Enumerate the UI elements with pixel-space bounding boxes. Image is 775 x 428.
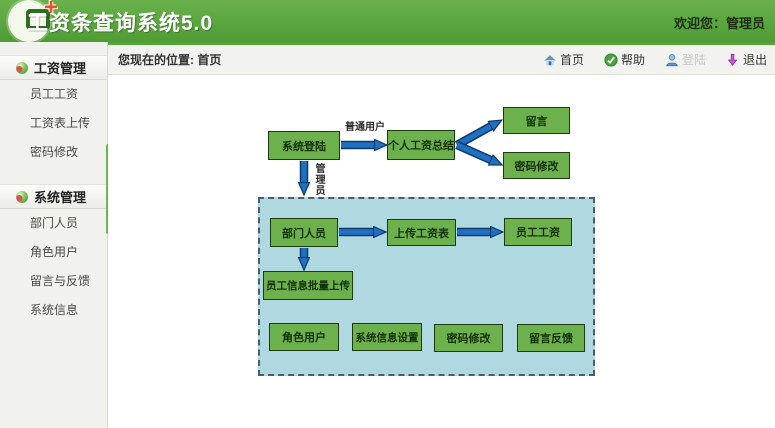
logo-plus-icon: + <box>44 0 59 21</box>
flow-node-message: 留言 <box>503 107 570 134</box>
logo-square-icon <box>26 9 50 30</box>
sidebar-section-system-management[interactable]: 系统管理 <box>0 184 107 209</box>
sidebar-item-department-staff[interactable]: 部门人员 <box>30 216 79 230</box>
sidebar-item-message-feedback[interactable]: 留言与反馈 <box>30 274 91 288</box>
sidebar: 工资管理 员工工资 工资表上传 密码修改 系统管理 部门人员 角色用户 留言与反… <box>0 42 108 428</box>
welcome-user-label: 欢迎您：管理员 <box>673 16 765 31</box>
flow-node-role-user: 角色用户 <box>269 323 339 351</box>
sidebar-item-password-change[interactable]: 密码修改 <box>30 145 79 159</box>
edge-label-admin: 管理员 <box>313 163 324 196</box>
login-link[interactable]: 登陆 <box>665 51 706 68</box>
toolbar-links: 首页 帮助 登陆 <box>543 51 767 68</box>
app-header: + 工资条查询系统5.0 欢迎您：管理员 <box>0 0 775 42</box>
home-icon <box>543 53 557 67</box>
home-link-label: 首页 <box>559 53 584 67</box>
help-link-label: 帮助 <box>620 53 645 67</box>
flow-node-password-change-top: 密码修改 <box>503 152 570 179</box>
flow-node-upload-salary-table: 上传工资表 <box>387 219 456 246</box>
page-title: 工资条查询系统5.0 <box>27 12 214 35</box>
login-link-label: 登陆 <box>681 53 706 67</box>
logout-link[interactable]: 退出 <box>726 51 767 68</box>
help-icon <box>604 52 618 67</box>
logout-icon <box>726 53 740 67</box>
sidebar-section-salary-management[interactable]: 工资管理 <box>0 55 107 80</box>
flow-node-password-change-bottom: 密码修改 <box>434 324 503 352</box>
flow-node-employee-batch-upload: 员工信息批量上传 <box>263 271 353 300</box>
breadcrumb: 您现在的位置: 首页 <box>118 53 222 67</box>
flow-node-employee-salary: 员工工资 <box>504 218 572 246</box>
sidebar-item-salary-table-upload[interactable]: 工资表上传 <box>30 116 91 130</box>
flow-node-system-info-settings: 系统信息设置 <box>352 323 422 351</box>
app-logo: + <box>8 0 58 42</box>
flow-node-department-staff: 部门人员 <box>270 218 338 247</box>
orb-icon <box>16 190 28 203</box>
orb-icon <box>16 61 28 74</box>
flow-node-system-login: 系统登陆 <box>268 131 340 160</box>
edge-label-normal-user: 普通用户 <box>345 122 385 133</box>
sidebar-section-title: 系统管理 <box>34 190 87 205</box>
help-link[interactable]: 帮助 <box>604 51 645 68</box>
sidebar-section-title: 工资管理 <box>34 61 87 76</box>
main-content: 普通用户 管理员 系统登陆 个人工资总结 留言 密码修改 部门人员 上传工资表 … <box>108 75 775 428</box>
logout-link-label: 退出 <box>742 53 767 67</box>
toolbar: 您现在的位置: 首页 首页 <box>108 42 775 75</box>
flow-node-message-feedback: 留言反馈 <box>517 324 585 352</box>
sidebar-item-system-info[interactable]: 系统信息 <box>30 303 79 317</box>
flow-node-personal-salary-summary: 个人工资总结 <box>387 130 455 160</box>
sidebar-item-role-user[interactable]: 角色用户 <box>30 245 79 259</box>
home-link[interactable]: 首页 <box>543 51 584 68</box>
sidebar-item-employee-salary[interactable]: 员工工资 <box>30 87 79 101</box>
user-icon <box>665 53 679 67</box>
